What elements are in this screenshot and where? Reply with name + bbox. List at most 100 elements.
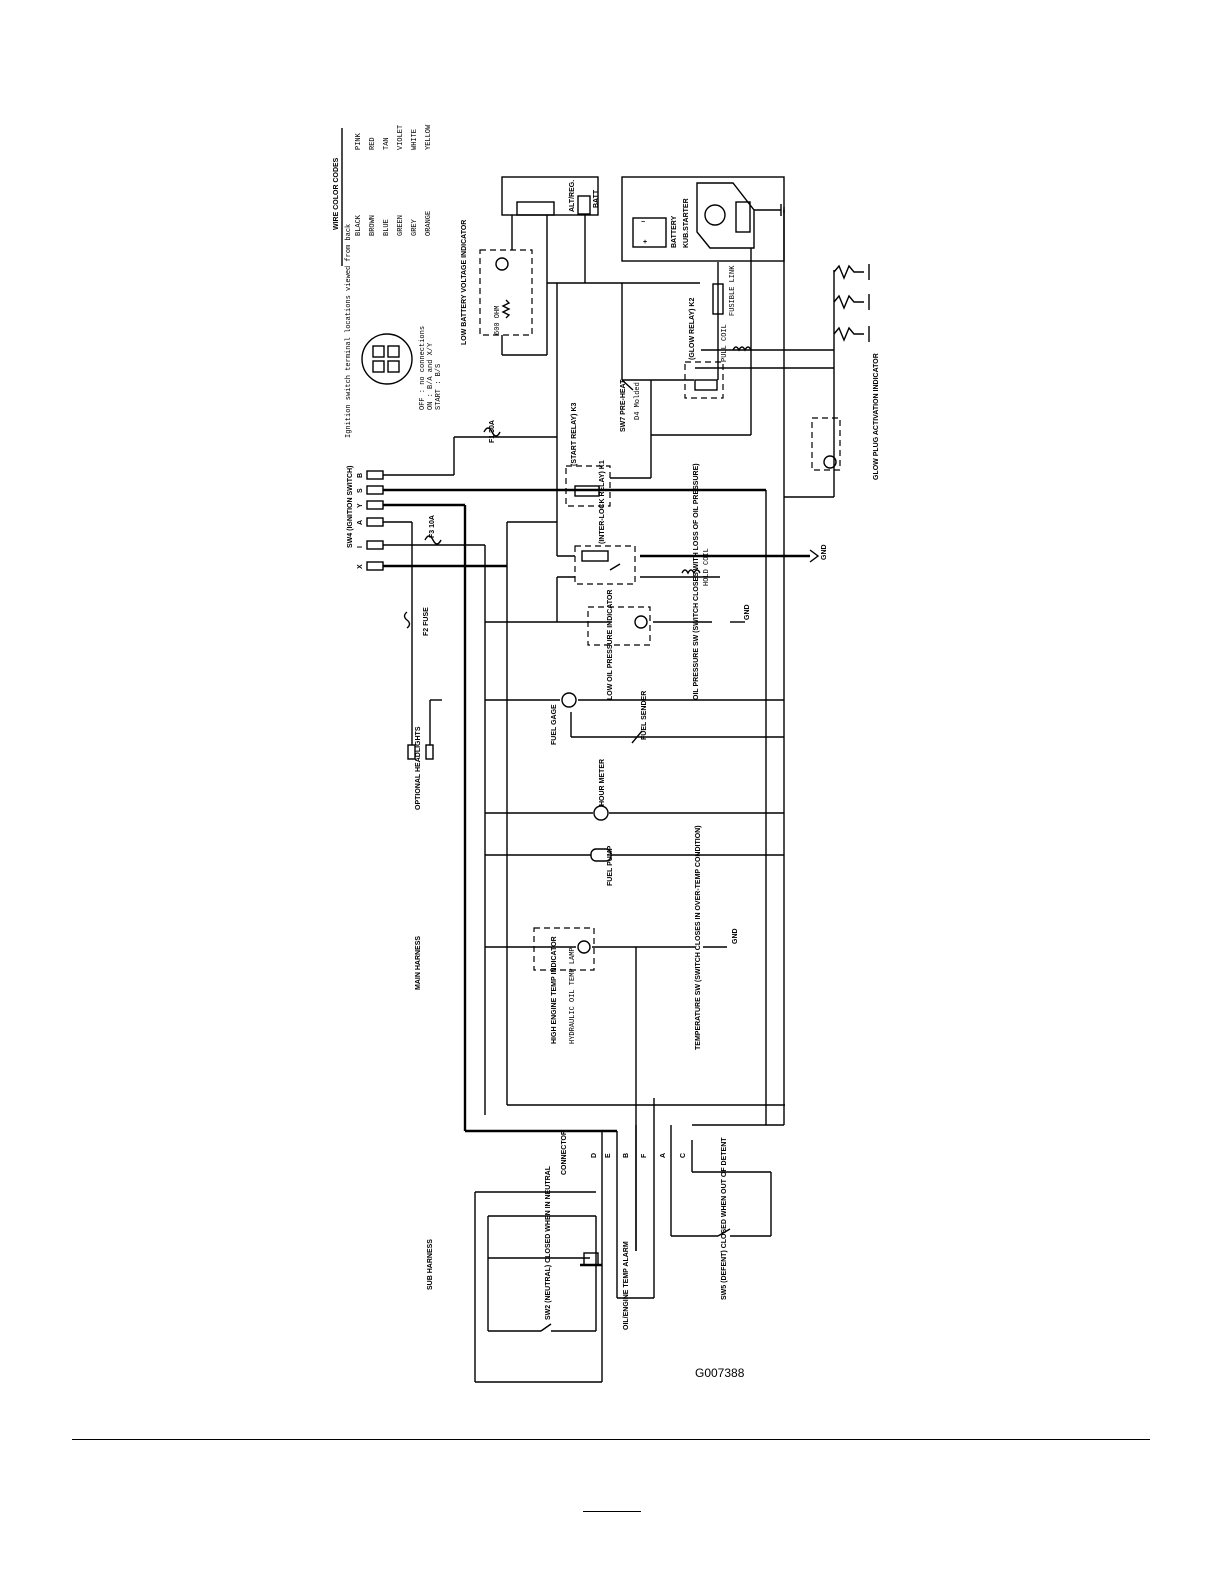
neutral-switch-sw2[interactable]: SW2 (NEUTRAL) CLOSED WHEN IN NEUTRAL bbox=[540, 1165, 552, 1332]
low-battery-indicator: LOW BATTERY VOLTAGE INDICATOR 600 OHM bbox=[461, 220, 533, 345]
wire-color-entry: WHITE bbox=[411, 129, 419, 150]
wire-color-entry: TAN bbox=[383, 137, 391, 150]
sw4-label: SW4 (IGNITION SWITCH) bbox=[347, 466, 354, 548]
connector-pin-label: E bbox=[605, 1153, 612, 1158]
interlock-relay-label: (INTER-LOCK RELAY) K1 bbox=[599, 460, 606, 544]
oil-temp-alarm: OIL/ENGINE TEMP ALARM bbox=[580, 1241, 630, 1330]
ignition-terminal bbox=[366, 500, 384, 510]
ignition-terminal-label: A bbox=[357, 520, 364, 525]
d4-label: D4 Molded bbox=[634, 382, 642, 420]
low-oil-indicator: LOW OIL PRESSURE INDICATOR OIL PRESSURE … bbox=[587, 463, 751, 700]
fuel-pump: FUEL PUMP bbox=[590, 845, 614, 886]
interlock-relay-k1: (INTER-LOCK RELAY) K1 GND HOLD COIL bbox=[574, 460, 828, 586]
ignition-terminal bbox=[366, 485, 384, 495]
f2-label: F2 FUSE bbox=[423, 607, 430, 636]
wire-color-entry: GREY bbox=[411, 218, 419, 236]
low-oil-label: LOW OIL PRESSURE INDICATOR bbox=[607, 590, 614, 700]
wire-color-legend: WIRE COLOR CODES BLACK BROWN BLUE GREEN GREY… bbox=[333, 124, 433, 266]
fuel-sender-label: FUEL SENDER bbox=[641, 691, 648, 740]
wire-color-entry: YELLOW bbox=[425, 124, 433, 150]
gnd-temp: GND bbox=[732, 928, 739, 944]
hour-meter: HOUR METER bbox=[593, 759, 609, 821]
glow-plug-ind-label: GLOW PLUG ACTIVATION INDICATOR bbox=[873, 353, 880, 480]
fuel-gage: FUEL GAGE FUEL SENDER bbox=[551, 691, 648, 745]
ignition-terminal-label: S bbox=[357, 488, 364, 493]
main-harness-label: MAIN HARNESS bbox=[415, 936, 422, 990]
fuel-gage-label: FUEL GAGE bbox=[551, 704, 558, 745]
wire-color-entry: VIOLET bbox=[397, 125, 405, 150]
alt-reg-label: ALT/REG. bbox=[569, 180, 576, 212]
glow-plug-indicator: GLOW PLUG ACTIVATION INDICATOR bbox=[811, 353, 880, 480]
battery-label: BATTERY bbox=[671, 215, 678, 248]
battery-starter-block: + − BATTERY KUB.STARTER bbox=[621, 176, 785, 262]
ignition-terminal-label: Y bbox=[357, 503, 364, 508]
svg-text:−: − bbox=[641, 219, 645, 226]
ign-position-off: OFF : no connections bbox=[419, 326, 427, 410]
ignition-terminal-label: X bbox=[357, 564, 364, 569]
oil-alarm-label: OIL/ENGINE TEMP ALARM bbox=[623, 1241, 630, 1330]
sw5-label: SW5 (DEFENT) CLOSED WHEN OUT OF DETENT bbox=[721, 1137, 728, 1300]
hold-coil-label: HOLD COIL bbox=[703, 548, 711, 586]
wire-color-entry: BLACK bbox=[355, 214, 363, 236]
connector: CONNECTOR D E B F A C bbox=[561, 1130, 687, 1175]
detent-switch-sw5[interactable]: SW5 (DEFENT) CLOSED WHEN OUT OF DETENT bbox=[717, 1137, 731, 1300]
connector-pin-label: C bbox=[680, 1153, 687, 1158]
connector-pin-label: F bbox=[641, 1153, 648, 1158]
batt-label: BATT bbox=[593, 189, 600, 208]
connector-label: CONNECTOR bbox=[561, 1130, 568, 1175]
page-number-bar bbox=[583, 1511, 641, 1512]
wires bbox=[383, 210, 835, 1383]
alternator-regulator: ALT/REG. BATT bbox=[501, 176, 600, 216]
hour-meter-label: HOUR METER bbox=[599, 759, 606, 806]
gnd-interlock: GND bbox=[821, 544, 828, 560]
ignition-terminal-label: I bbox=[357, 546, 364, 548]
f3-label: F3 10A bbox=[429, 515, 436, 538]
kub-starter-label: KUB.STARTER bbox=[683, 198, 690, 248]
sub-harness-label: SUB HARNESS bbox=[427, 1239, 434, 1290]
ignition-terminal bbox=[366, 540, 384, 550]
glow-relay-k2: (GLOW RELAY) K2 PULL COIL FUSIBLE LINK bbox=[684, 265, 752, 399]
oil-sw-label: OIL PRESSURE SW (SWITCH CLOSES WITH LOSS… bbox=[693, 463, 700, 700]
wire-color-entry: PINK bbox=[355, 132, 363, 150]
ignition-terminal-label: B bbox=[357, 473, 364, 478]
ignition-terminal bbox=[366, 517, 384, 527]
ignition-terminal bbox=[366, 470, 384, 480]
connector-pin-label: D bbox=[591, 1153, 598, 1158]
high-temp-indicator: HIGH ENGINE TEMP INDICATOR HYDRAULIC OIL… bbox=[533, 825, 739, 1050]
f1-label: F1 30A bbox=[489, 420, 496, 443]
high-temp-label: HIGH ENGINE TEMP INDICATOR bbox=[551, 936, 558, 1044]
connector-pin-label: B bbox=[623, 1153, 630, 1158]
ignition-switch-title: Ignition switch terminal locations viewe… bbox=[345, 224, 353, 438]
ignition-switch-sw4[interactable]: B S Y A I X SW4 (IGNITION SWITCH) bbox=[347, 466, 384, 571]
footer-rule bbox=[72, 1439, 1150, 1440]
hyd-oil-label: HYDRAULIC OIL TEMP LAMP bbox=[569, 947, 577, 1044]
ign-position-on: ON : B/A and X/Y bbox=[427, 342, 435, 410]
wire-color-entry: BLUE bbox=[383, 219, 391, 236]
svg-text:+: + bbox=[643, 239, 647, 246]
fusible-link-label: FUSIBLE LINK bbox=[729, 265, 737, 316]
fuel-pump-label: FUEL PUMP bbox=[607, 845, 614, 886]
wire-color-entry: RED bbox=[369, 137, 377, 150]
ignition-switch-terminal-diagram: Ignition switch terminal locations viewe… bbox=[345, 224, 443, 438]
start-relay-label: (START RELAY) K3 bbox=[571, 403, 578, 467]
glow-relay-label: (GLOW RELAY) K2 bbox=[689, 298, 696, 360]
sw2-label: SW2 (NEUTRAL) CLOSED WHEN IN NEUTRAL bbox=[545, 1165, 552, 1320]
glow-plugs bbox=[833, 264, 870, 342]
gnd-oil: GND bbox=[744, 604, 751, 620]
low-battery-label: LOW BATTERY VOLTAGE INDICATOR bbox=[461, 220, 468, 345]
sw7-label: SW7 PRE-HEAT bbox=[620, 379, 627, 432]
figure-id: G007388 bbox=[695, 1366, 745, 1380]
wire-color-legend-title: WIRE COLOR CODES bbox=[333, 157, 340, 230]
fuses: F1 30A F3 10A F2 FUSE bbox=[403, 420, 501, 636]
wire-color-entry: ORANGE bbox=[425, 211, 433, 236]
ignition-terminal bbox=[366, 561, 384, 571]
connector-pin-label: A bbox=[660, 1153, 667, 1158]
pre-heat-switch-sw7[interactable]: SW7 PRE-HEAT D4 Molded bbox=[620, 379, 642, 432]
optional-headlights-label: OPTIONAL HEADLIGHTS bbox=[415, 726, 422, 810]
pull-coil-label: PULL COIL bbox=[721, 324, 729, 362]
start-relay-k3: (START RELAY) K3 bbox=[565, 403, 611, 507]
wire-color-entry: BROWN bbox=[369, 215, 377, 236]
low-battery-ohm: 600 OHM bbox=[494, 306, 502, 335]
wire-color-entry: GREEN bbox=[397, 215, 405, 236]
